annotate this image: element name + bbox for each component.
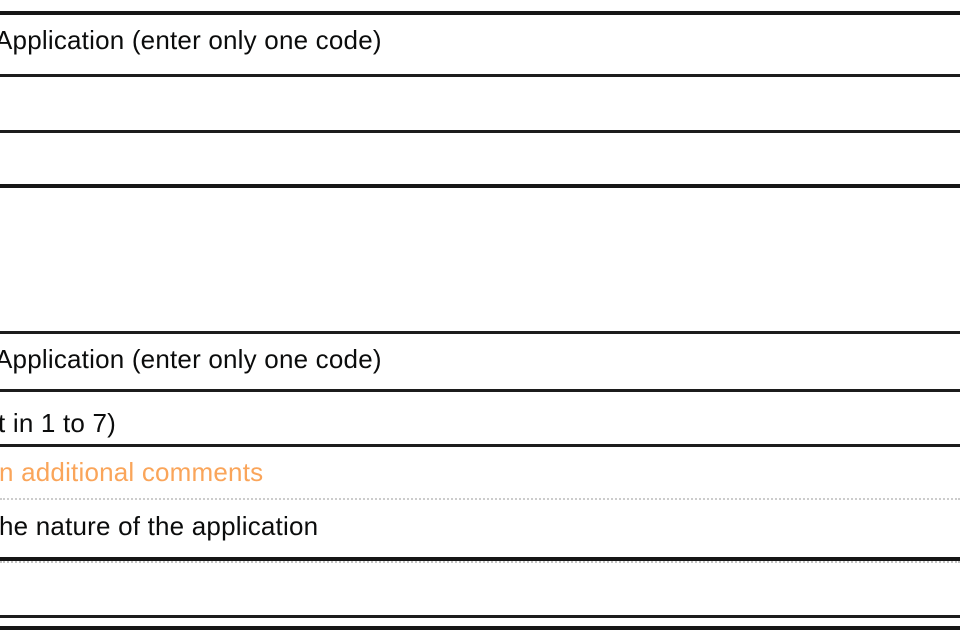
set-out-range-label: t in 1 to 7) [0, 408, 117, 438]
application-code-label-2: Application (enter only one code) [0, 344, 382, 374]
additional-comments-link[interactable]: n additional comments [0, 457, 264, 487]
row-application-code-2: Application (enter only one code) [0, 331, 960, 389]
application-code-label-1: Application (enter only one code) [0, 25, 382, 55]
row-footer-gap [0, 615, 960, 626]
row-nature-of-application: he nature of the application [0, 498, 960, 557]
table-end-border [0, 626, 960, 640]
row-application-code-1: Application (enter only one code) [0, 11, 960, 74]
row-additional-comments: n additional comments [0, 444, 960, 498]
row-empty-large [0, 184, 960, 331]
row-empty-1 [0, 74, 960, 130]
row-empty-3 [0, 557, 960, 615]
top-margin [0, 0, 960, 11]
row-empty-2 [0, 130, 960, 184]
dotted-sub-rule [0, 561, 960, 563]
nature-of-application-label: he nature of the application [0, 511, 319, 541]
row-set-out-range: t in 1 to 7) [0, 389, 960, 444]
